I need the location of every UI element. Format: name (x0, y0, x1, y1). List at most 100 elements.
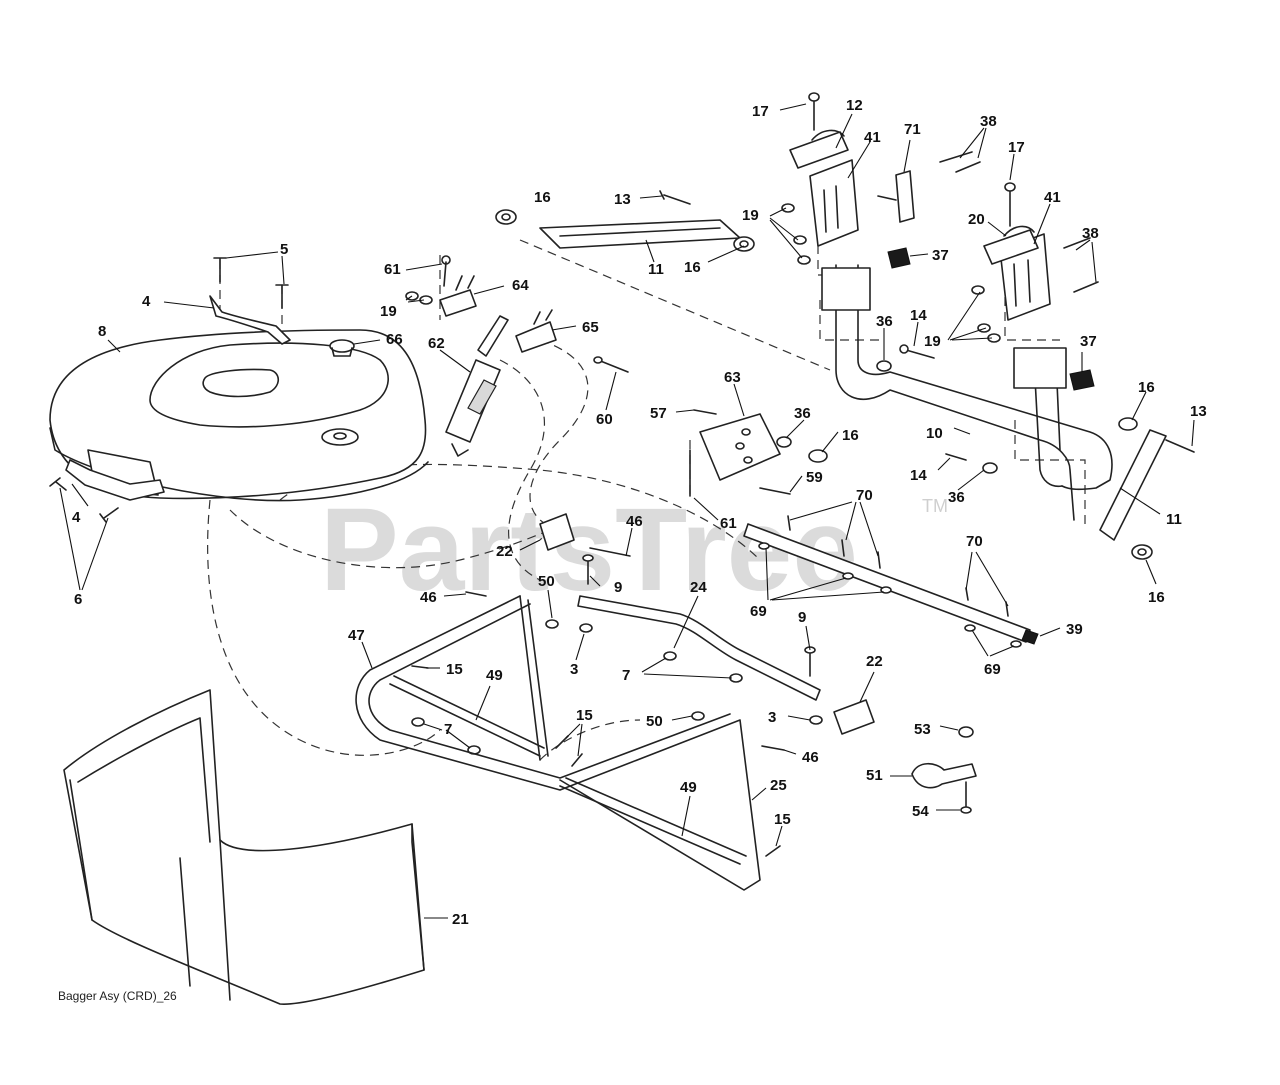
callout-41: 41 (1044, 189, 1061, 206)
callout-47: 47 (348, 627, 365, 644)
rod-24 (577, 595, 821, 701)
bracket-64 (439, 275, 477, 317)
plug-37-lower (1069, 369, 1095, 391)
handle-4-side (65, 459, 165, 501)
callout-10: 10 (926, 425, 943, 442)
studs-70 (787, 515, 1009, 617)
bolt-14-upper (899, 344, 935, 359)
callout-69: 69 (984, 661, 1001, 678)
nut-16-mid (808, 449, 828, 463)
bolt-17-lower (1004, 182, 1016, 227)
callout-11: 11 (648, 261, 664, 278)
plate-71 (877, 170, 915, 223)
callout-69: 69 (750, 603, 767, 620)
watermark: PartsTree TM (320, 484, 948, 616)
callout-46: 46 (626, 513, 643, 530)
callout-60: 60 (596, 411, 613, 428)
callout-46: 46 (802, 749, 819, 766)
bolt-54 (960, 781, 972, 814)
callout-46: 46 (420, 589, 437, 606)
callout-65: 65 (582, 319, 599, 336)
cylinder-62 (445, 315, 509, 457)
bolt-46-left (465, 591, 487, 597)
callout-19: 19 (924, 333, 941, 350)
callout-5: 5 (280, 241, 288, 258)
bolt-14-lower (945, 453, 967, 461)
nut-50-upper (545, 619, 559, 629)
callout-63: 63 (724, 369, 741, 386)
nut-50-lower (691, 711, 705, 721)
callout-9: 9 (614, 579, 622, 596)
callout-7: 7 (444, 721, 452, 738)
callout-62: 62 (428, 335, 445, 352)
bolt-46-right (761, 745, 785, 751)
watermark-trademark: TM (922, 496, 948, 516)
nut-16-upper-right (733, 236, 755, 252)
callout-21: 21 (452, 911, 469, 928)
strap-11-upper (539, 219, 741, 249)
bolt-13-lower (1165, 439, 1195, 453)
callout-15: 15 (446, 661, 463, 678)
callout-61: 61 (720, 515, 737, 532)
callout-20: 20 (968, 211, 985, 228)
callout-6: 6 (74, 591, 82, 608)
callout-19: 19 (380, 303, 397, 320)
callout-70: 70 (966, 533, 983, 550)
frame-47 (355, 595, 761, 891)
bolt-46-upper (589, 547, 631, 557)
brace-49-upper (389, 675, 545, 757)
callout-22: 22 (496, 543, 513, 560)
callout-12: 12 (846, 97, 863, 114)
pins-15 (411, 665, 781, 857)
pin-60 (593, 356, 629, 373)
callout-36: 36 (794, 405, 811, 422)
bolts-38-lower (1063, 237, 1099, 293)
callout-8: 8 (98, 323, 106, 340)
callout-66: 66 (386, 331, 403, 348)
bagger-lid (49, 329, 429, 502)
callout-labels: 17 12 41 71 38 17 13 16 19 20 41 38 37 1… (72, 97, 1207, 928)
nut-3-right (809, 715, 823, 725)
latch-12 (789, 129, 849, 169)
callout-15: 15 (774, 811, 791, 828)
callout-4: 4 (72, 509, 81, 526)
callout-53: 53 (914, 721, 931, 738)
lever-51 (911, 762, 977, 789)
bracket-41-left (809, 159, 859, 247)
callout-7: 7 (622, 667, 630, 684)
callout-70: 70 (856, 487, 873, 504)
callout-11: 11 (1166, 511, 1182, 528)
callout-9: 9 (798, 609, 806, 626)
nuts-69 (758, 542, 1022, 648)
callout-16: 16 (1148, 589, 1165, 606)
callout-16: 16 (534, 189, 551, 206)
callout-41: 41 (864, 129, 881, 146)
callout-50: 50 (538, 573, 555, 590)
callout-54: 54 (912, 803, 929, 820)
callout-15: 15 (576, 707, 593, 724)
washers-19-upper (781, 203, 811, 265)
callout-4: 4 (142, 293, 151, 310)
latch-20 (983, 225, 1039, 265)
bolt-9-right (804, 646, 816, 677)
callout-71: 71 (904, 121, 921, 138)
callout-13: 13 (614, 191, 631, 208)
callout-38: 38 (1082, 225, 1099, 242)
callout-17: 17 (1008, 139, 1025, 156)
bag-21 (63, 689, 425, 1005)
bracket-63 (699, 413, 781, 481)
callout-3: 3 (768, 709, 776, 726)
callout-38: 38 (980, 113, 997, 130)
callout-49: 49 (486, 667, 503, 684)
callout-16: 16 (842, 427, 859, 444)
washer-36-lower (982, 462, 998, 474)
callout-36: 36 (948, 489, 965, 506)
leader-lines (59, 103, 1195, 919)
bolt-9-left (582, 554, 594, 585)
callout-22: 22 (866, 653, 883, 670)
handle-4-top (209, 295, 291, 345)
callout-49: 49 (680, 779, 697, 796)
diagram-caption: Bagger Asy (CRD)_26 (58, 989, 177, 1003)
frame-tube-10 (821, 264, 1113, 521)
